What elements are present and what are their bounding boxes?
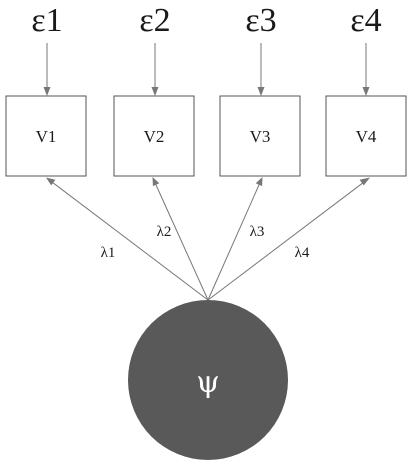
loading-label-l4: λ4 xyxy=(295,245,310,261)
observed-box-v1 xyxy=(5,95,87,177)
observed-box-v3 xyxy=(219,95,301,177)
error-arrow-e1 xyxy=(43,43,51,96)
latent-label: ψ xyxy=(196,365,220,400)
loading-arrow-l1 xyxy=(46,177,209,301)
observed-label-v3: V3 xyxy=(250,127,271,146)
loading-arrow-l4 xyxy=(207,177,370,301)
error-label-e1: ε1 xyxy=(31,2,62,39)
loading-arrow-l2 xyxy=(152,177,209,301)
error-arrow-e3 xyxy=(257,43,265,96)
error-label-e4: ε4 xyxy=(350,2,381,39)
error-arrow-e2 xyxy=(151,43,159,96)
observed-label-v1: V1 xyxy=(36,127,57,146)
loading-label-l1: λ1 xyxy=(101,245,116,261)
observed-label-v4: V4 xyxy=(356,127,377,146)
latent-circle xyxy=(128,300,288,460)
error-label-e2: ε2 xyxy=(139,2,170,39)
error-arrow-e4 xyxy=(362,43,370,96)
loading-label-l3: λ3 xyxy=(250,224,265,240)
loading-arrow-l3 xyxy=(207,177,263,301)
loading-label-l2: λ2 xyxy=(157,224,172,240)
observed-label-v2: V2 xyxy=(144,127,165,146)
error-label-e3: ε3 xyxy=(245,2,276,39)
observed-box-v4 xyxy=(325,95,407,177)
observed-box-v2 xyxy=(113,95,195,177)
